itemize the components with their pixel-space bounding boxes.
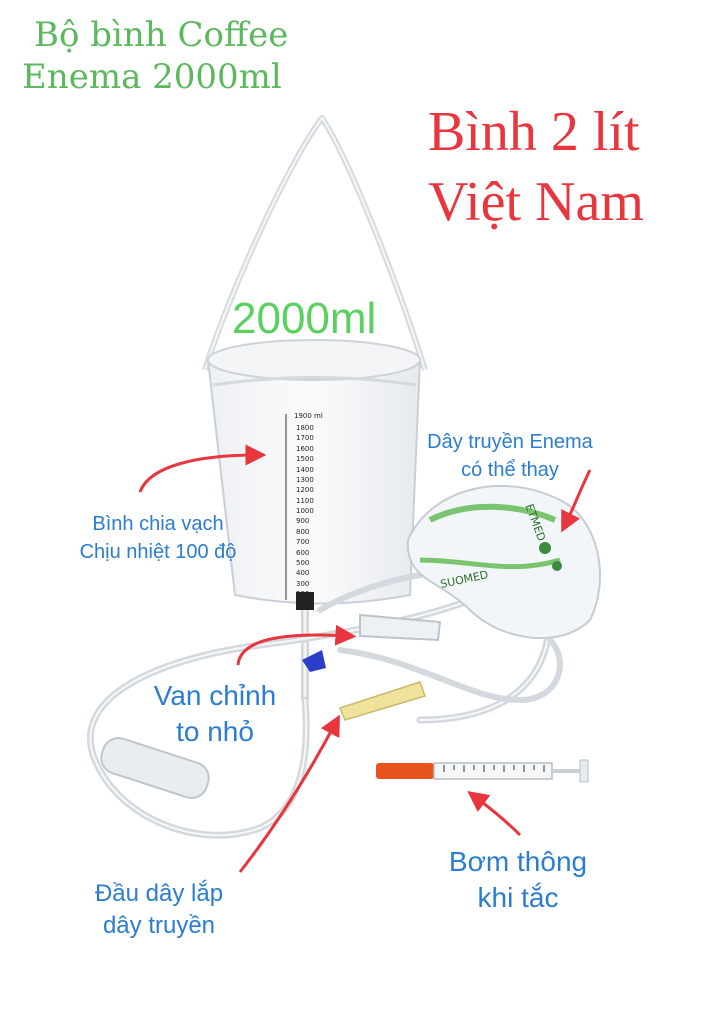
callout-connector-line-2: dây truyền: [102, 912, 216, 939]
scale-mark: 700: [296, 538, 310, 547]
callout-syringe: Bơm thông khi tắc: [418, 844, 618, 916]
callout-tube-line-1: Dây truyền Enema: [427, 431, 593, 453]
callout-beaker-line-2: Chịu nhiệt 100 độ: [79, 541, 237, 563]
callout-valve-line-2: to nhỏ: [176, 716, 254, 747]
scale-mark: 1300: [296, 475, 314, 484]
callout-connector: Đầu dây lắp dây truyền: [64, 878, 254, 942]
scale-mark: 1400: [296, 465, 314, 474]
callout-tube-line-2: có thể thay: [461, 459, 559, 481]
yellow-connector: [338, 681, 426, 721]
volume-label: 2000ml: [232, 294, 377, 343]
valve-clamp: [302, 650, 326, 672]
callout-tube: Dây truyền Enema có thể thay: [400, 428, 620, 484]
tube-connector: [359, 613, 442, 642]
scale-mark: 1800: [296, 424, 314, 432]
scale-mark: 600: [296, 548, 310, 557]
syringe: [376, 759, 589, 783]
scale-mark: 1600: [296, 444, 314, 453]
callout-valve-line-1: Van chỉnh: [153, 680, 277, 711]
scale-mark: 300: [296, 579, 310, 588]
packaged-tube: [406, 485, 601, 640]
beaker: [206, 339, 422, 605]
headline-line-1: Bình 2 lít: [428, 101, 640, 163]
scale-mark: 900: [296, 517, 310, 526]
scale-top-label: 1900 ml: [294, 412, 323, 420]
callout-beaker-line-1: Bình chia vạch: [92, 513, 224, 535]
beaker-outlet: [296, 592, 314, 610]
scale-mark: 500: [296, 558, 310, 567]
scale-mark: 1000: [296, 507, 314, 515]
scale-mark: 1500: [296, 455, 314, 464]
scale-mark: 1200: [296, 486, 314, 495]
scale-mark: 200: [296, 590, 310, 598]
title-line-1: Bộ bình Coffee: [34, 15, 289, 55]
drip-chamber: [100, 737, 210, 799]
scale-mark: 800: [296, 527, 310, 536]
headline-line-2: Việt Nam: [428, 171, 644, 233]
callout-arrows: [138, 444, 592, 873]
title-line-2: Enema 2000ml: [22, 57, 282, 97]
callout-beaker: Bình chia vạch Chịu nhiệt 100 độ: [48, 510, 268, 566]
callout-connector-line-1: Đầu dây lắp: [94, 880, 224, 907]
scale-mark: 1100: [296, 496, 314, 505]
scale-mark: 1700: [296, 434, 314, 443]
callout-syringe-line-1: Bơm thông: [448, 846, 588, 877]
scale-mark: 400: [296, 569, 310, 578]
callout-syringe-line-2: khi tắc: [477, 882, 559, 913]
callout-valve: Van chỉnh to nhỏ: [130, 678, 300, 750]
